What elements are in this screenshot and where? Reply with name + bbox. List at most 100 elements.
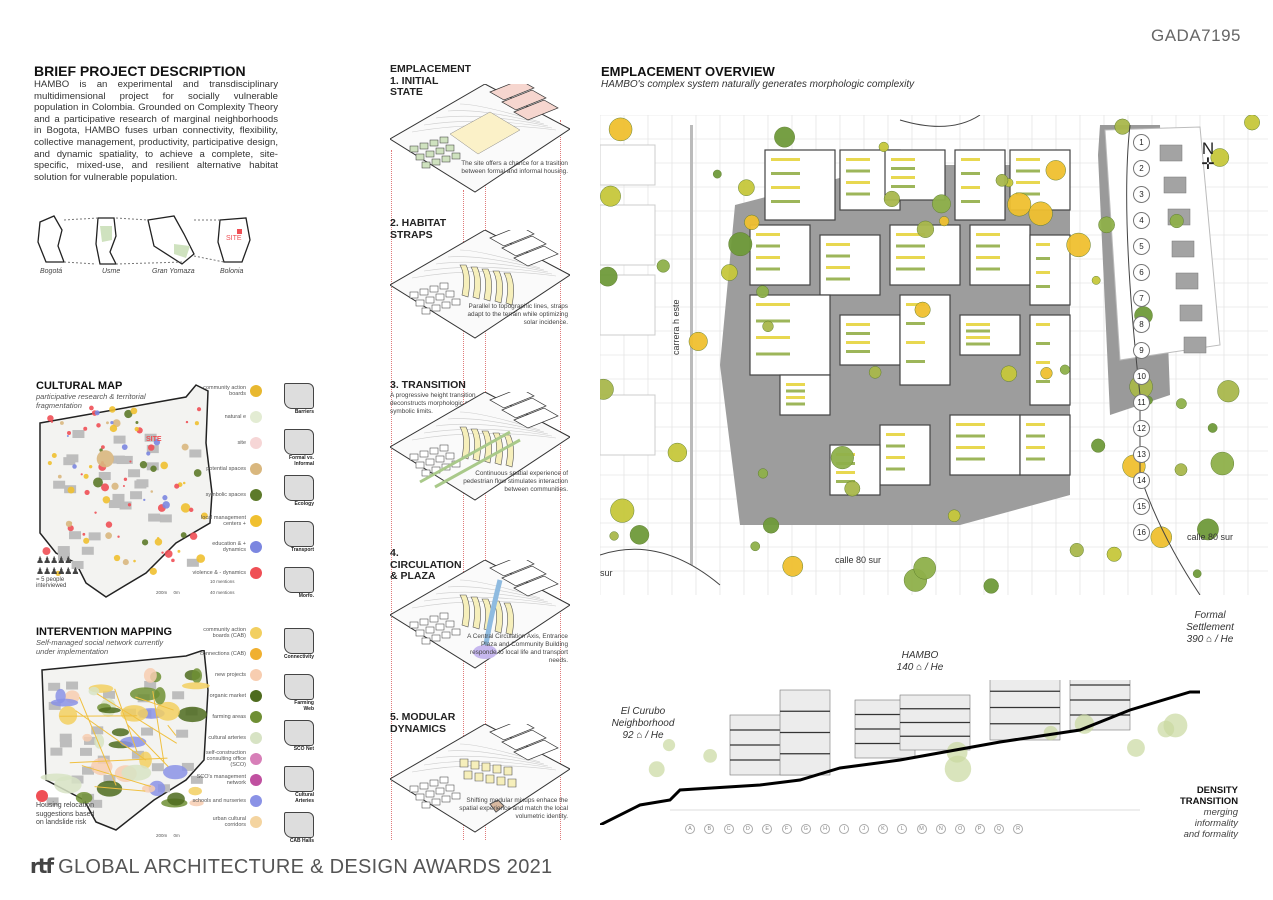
- legend-label: organic market: [209, 692, 246, 699]
- tree: [914, 301, 931, 318]
- formal-building: [501, 565, 547, 587]
- housing-module: [959, 314, 1021, 356]
- contour-line: [423, 596, 553, 605]
- legend-label: community action boards (CAB): [203, 626, 246, 639]
- tree: [1169, 213, 1184, 229]
- mention-dot: [130, 407, 138, 415]
- terrace-strip: [826, 266, 850, 269]
- built-block: [88, 532, 101, 541]
- tree: [610, 498, 635, 523]
- built-block: [48, 682, 61, 691]
- thumbnail-image: [284, 720, 314, 746]
- habitat-strap: [503, 766, 517, 788]
- section-tree: [703, 749, 717, 763]
- mention-dot: [50, 420, 54, 423]
- site-plan: [600, 115, 1268, 595]
- mention-dot: [111, 482, 119, 490]
- terrace-strip: [826, 243, 850, 246]
- terrace-strip: [756, 256, 780, 259]
- step-caption: Continuous spatial experience of pedestr…: [463, 470, 568, 493]
- site-section: [600, 680, 1200, 825]
- built-block: [66, 454, 79, 463]
- terrace-strip: [976, 267, 1000, 271]
- built-block: [82, 766, 95, 775]
- legend-item: connections (CAB): [190, 643, 262, 664]
- terrace-strip: [826, 277, 850, 281]
- people-note: ♟♟♟♟♟♟♟♟♟♟♟ = 5 people interviewed: [36, 555, 96, 589]
- tree: [712, 169, 722, 179]
- mention-dot: [154, 538, 163, 546]
- built-block: [151, 763, 164, 772]
- mention-dot: [171, 558, 175, 563]
- formal-name: Formal Settlement: [1186, 610, 1234, 633]
- informal-house: [441, 795, 451, 803]
- habitat-strap: [481, 762, 495, 784]
- connection-line: [167, 724, 177, 736]
- habitat-strap: [492, 764, 506, 786]
- terrace-strip: [1036, 380, 1050, 383]
- step-caption: Parallel to topographic lines, straps ad…: [467, 303, 568, 326]
- contour-line: [423, 760, 553, 769]
- brief-title: BRIEF PROJECT DESCRIPTION: [34, 63, 246, 79]
- intervention-area: [191, 668, 203, 684]
- mention-dot: [147, 444, 155, 451]
- cultural-map-subtitle: participative research & territorial fra…: [36, 392, 146, 410]
- mention-dot: [106, 421, 109, 425]
- terrace-strip: [976, 233, 1000, 236]
- formal-building: [513, 99, 559, 121]
- grid-axis-number: 14: [1133, 472, 1150, 489]
- mention-dot: [65, 520, 73, 527]
- mention-dot: [135, 420, 139, 424]
- informal-house: [439, 282, 449, 290]
- mention-dot: [89, 405, 94, 411]
- step-caption: The site offers a chance for a trasition…: [461, 160, 568, 175]
- formal-value: 390: [1186, 634, 1204, 645]
- built-block: [159, 514, 172, 523]
- housing-module: [764, 149, 836, 221]
- mention-dot: [189, 507, 194, 513]
- terrace-strip: [771, 158, 800, 161]
- built-block: [59, 733, 72, 742]
- tree: [1197, 518, 1219, 541]
- site-label: SITE: [226, 235, 242, 242]
- housing-note: Housing relocation suggestions based on …: [36, 790, 96, 828]
- mention-dot: [150, 490, 154, 493]
- terrace-strip: [886, 433, 905, 436]
- mention-dot: [72, 464, 77, 469]
- axonometric-diagram: [390, 724, 570, 833]
- terrace-strip: [786, 389, 805, 393]
- built-block: [66, 681, 79, 690]
- intervention-area: [98, 707, 121, 714]
- tree: [1210, 148, 1230, 167]
- housing-module: [779, 374, 831, 416]
- legend-label: schools and nurseries: [192, 797, 246, 804]
- pedestrian-flow: [419, 430, 521, 489]
- thumbnail-map: CAB Halls: [284, 812, 314, 846]
- informal-house: [451, 628, 461, 636]
- terrace-strip: [1026, 457, 1045, 461]
- terrace-strip: [976, 256, 1000, 259]
- tree: [762, 517, 780, 534]
- informal-house: [445, 452, 455, 460]
- intervention-area: [142, 784, 156, 793]
- tree: [1192, 569, 1202, 579]
- mention-dot: [160, 461, 169, 470]
- mention-dot: [164, 550, 173, 558]
- informal-house: [435, 147, 445, 155]
- terrace-strip: [1036, 243, 1050, 246]
- street-cut-label: sur: [600, 568, 613, 578]
- informal-house: [439, 136, 449, 144]
- housing-module: [1029, 234, 1071, 306]
- people-icons: ♟♟♟♟♟♟♟♟♟♟♟: [36, 555, 79, 576]
- density-transition-title: DENSITY TRANSITION: [1180, 785, 1239, 807]
- rtf-logo: rtf: [30, 854, 54, 878]
- legend-item: community action boards (CAB): [190, 622, 262, 643]
- terrace-strip: [756, 336, 790, 339]
- tree: [609, 531, 619, 541]
- terrace-strip: [1036, 271, 1050, 274]
- terrace-strip: [956, 446, 985, 449]
- scale-end: 0m: [173, 590, 180, 595]
- thumbnail-map: Ecology: [284, 475, 314, 509]
- informal-house: [441, 631, 451, 639]
- scale-bar: 200m 0m: [156, 590, 180, 595]
